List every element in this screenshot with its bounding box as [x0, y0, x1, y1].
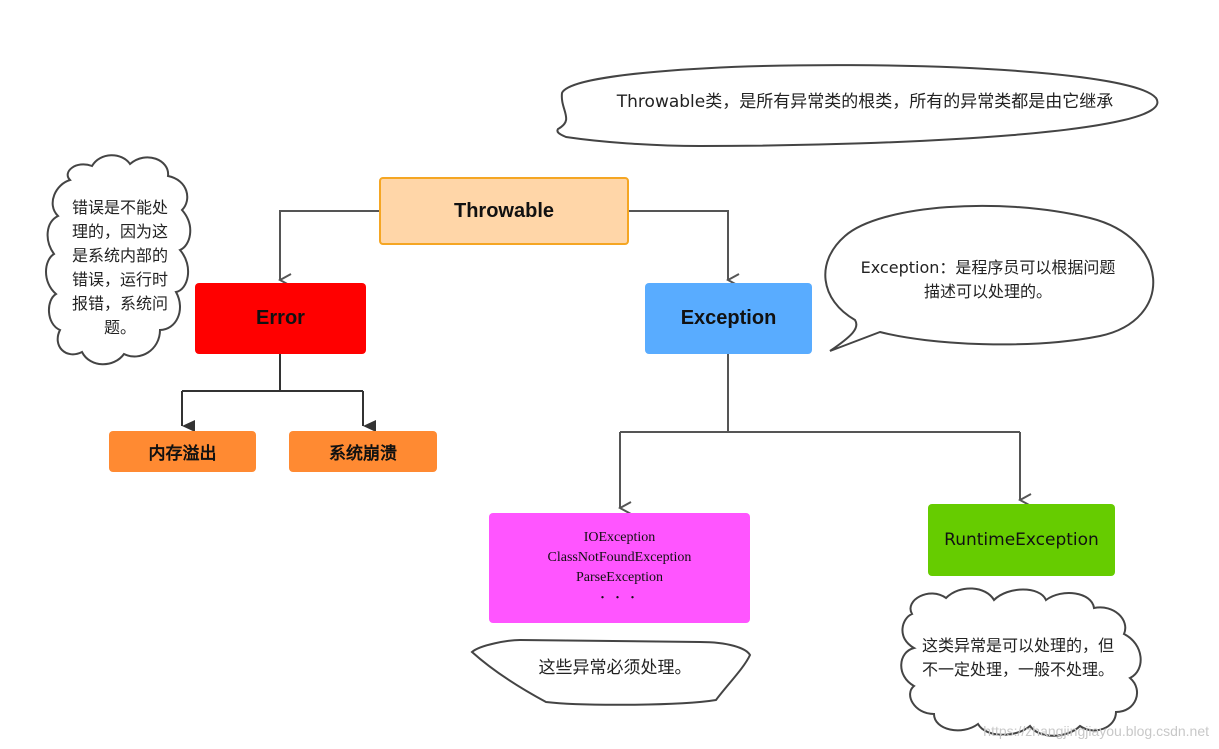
error-note-line: 理的，因为这 — [71, 222, 168, 241]
error-note-line: 题。 — [103, 318, 136, 337]
error-node: Error — [195, 283, 366, 354]
runtime-note-line: 不一定处理，一般不处理。 — [921, 660, 1114, 679]
edge-exception-children — [620, 354, 1020, 508]
error-cloud-shape — [45, 154, 192, 366]
exception-note-line: Exception：是程序员可以根据问题 — [860, 258, 1116, 277]
checked-item: ClassNotFoundException — [547, 550, 692, 565]
error-note: 错误是不能处 理的，因为这 是系统内部的 错误，运行时 报错，系统问 题。 — [56, 196, 184, 340]
throwable-node: Throwable — [379, 177, 629, 245]
checked-item: ParseException — [575, 570, 664, 585]
exception-label: Exception — [680, 307, 777, 329]
throwable-label: Throwable — [453, 199, 554, 222]
checked-note: 这些异常必须处理。 — [490, 656, 740, 680]
runtime-note: 这类异常是可以处理的，但 不一定处理，一般不处理。 — [898, 634, 1138, 682]
edge-throwable-error — [280, 210, 380, 280]
exception-note: Exception：是程序员可以根据问题 描述可以处理的。 — [838, 256, 1138, 304]
runtime-exception-label: RuntimeException — [944, 530, 1099, 550]
checked-item: IOException — [583, 530, 656, 545]
checked-exceptions-node: IOException ClassNotFoundException Parse… — [489, 513, 750, 623]
system-crash-node: 系统崩溃 — [289, 431, 437, 472]
error-note-line: 错误是不能处 — [71, 198, 168, 217]
throwable-note: Throwable类，是所有异常类的根类，所有的异常类都是由它继承 — [585, 90, 1145, 114]
throwable-callout-shape — [556, 64, 1159, 148]
edge-error-children — [181, 354, 376, 432]
runtime-exception-node: RuntimeException — [928, 504, 1115, 576]
error-label: Error — [256, 307, 305, 329]
edge-throwable-exception — [628, 210, 728, 280]
runtime-cloud-shape — [900, 587, 1142, 737]
out-of-memory-node: 内存溢出 — [109, 431, 256, 472]
checked-item: ・・・ — [597, 592, 642, 604]
exception-node: Exception — [645, 283, 812, 354]
throwable-note-text: Throwable类，是所有异常类的根类，所有的异常类都是由它继承 — [616, 92, 1114, 112]
checked-banner-shape — [470, 638, 752, 706]
error-note-line: 错误，运行时 — [71, 270, 168, 289]
runtime-note-line: 这类异常是可以处理的，但 — [921, 636, 1114, 655]
out-of-memory-label: 内存溢出 — [148, 444, 217, 463]
watermark: https://zhangjingjiayou.blog.csdn.net — [983, 723, 1209, 739]
exception-callout-shape — [824, 204, 1155, 352]
system-crash-label: 系统崩溃 — [329, 444, 397, 463]
error-note-line: 是系统内部的 — [71, 246, 168, 265]
exception-note-line: 描述可以处理的。 — [923, 282, 1052, 301]
error-note-line: 报错，系统问 — [71, 294, 168, 313]
checked-note-text: 这些异常必须处理。 — [538, 658, 692, 678]
